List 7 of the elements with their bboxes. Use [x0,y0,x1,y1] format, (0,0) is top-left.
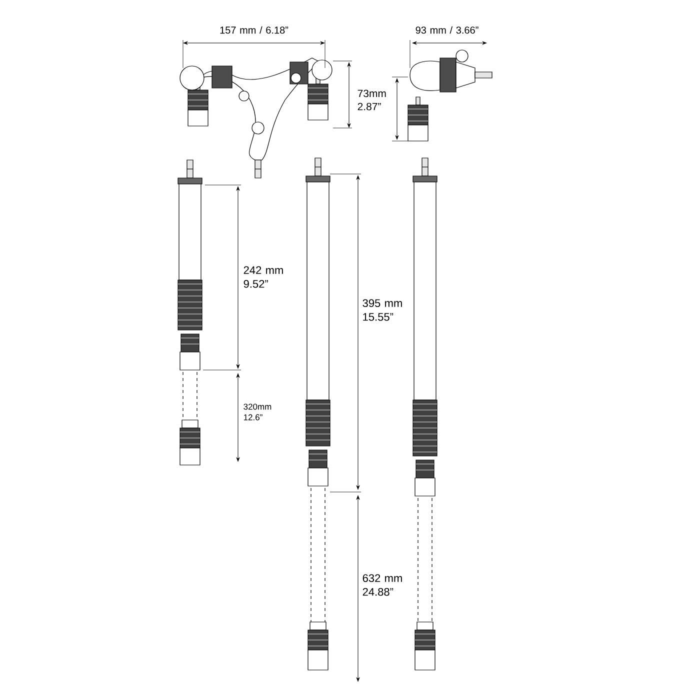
dimension-label: 320mm 12.6” [244,404,272,420]
dimension-label: 632 mm 24.88” [362,574,402,596]
dimension-label: 157 mm / 6.18” [220,26,288,34]
dimension-label: 93 mm / 3.66” [416,26,478,34]
dimension-label: 242 mm 9.52” [244,266,283,288]
dimension-label: 73mm 2.87” [358,90,386,110]
dimension-label: 395 mm 15.55” [362,299,402,321]
